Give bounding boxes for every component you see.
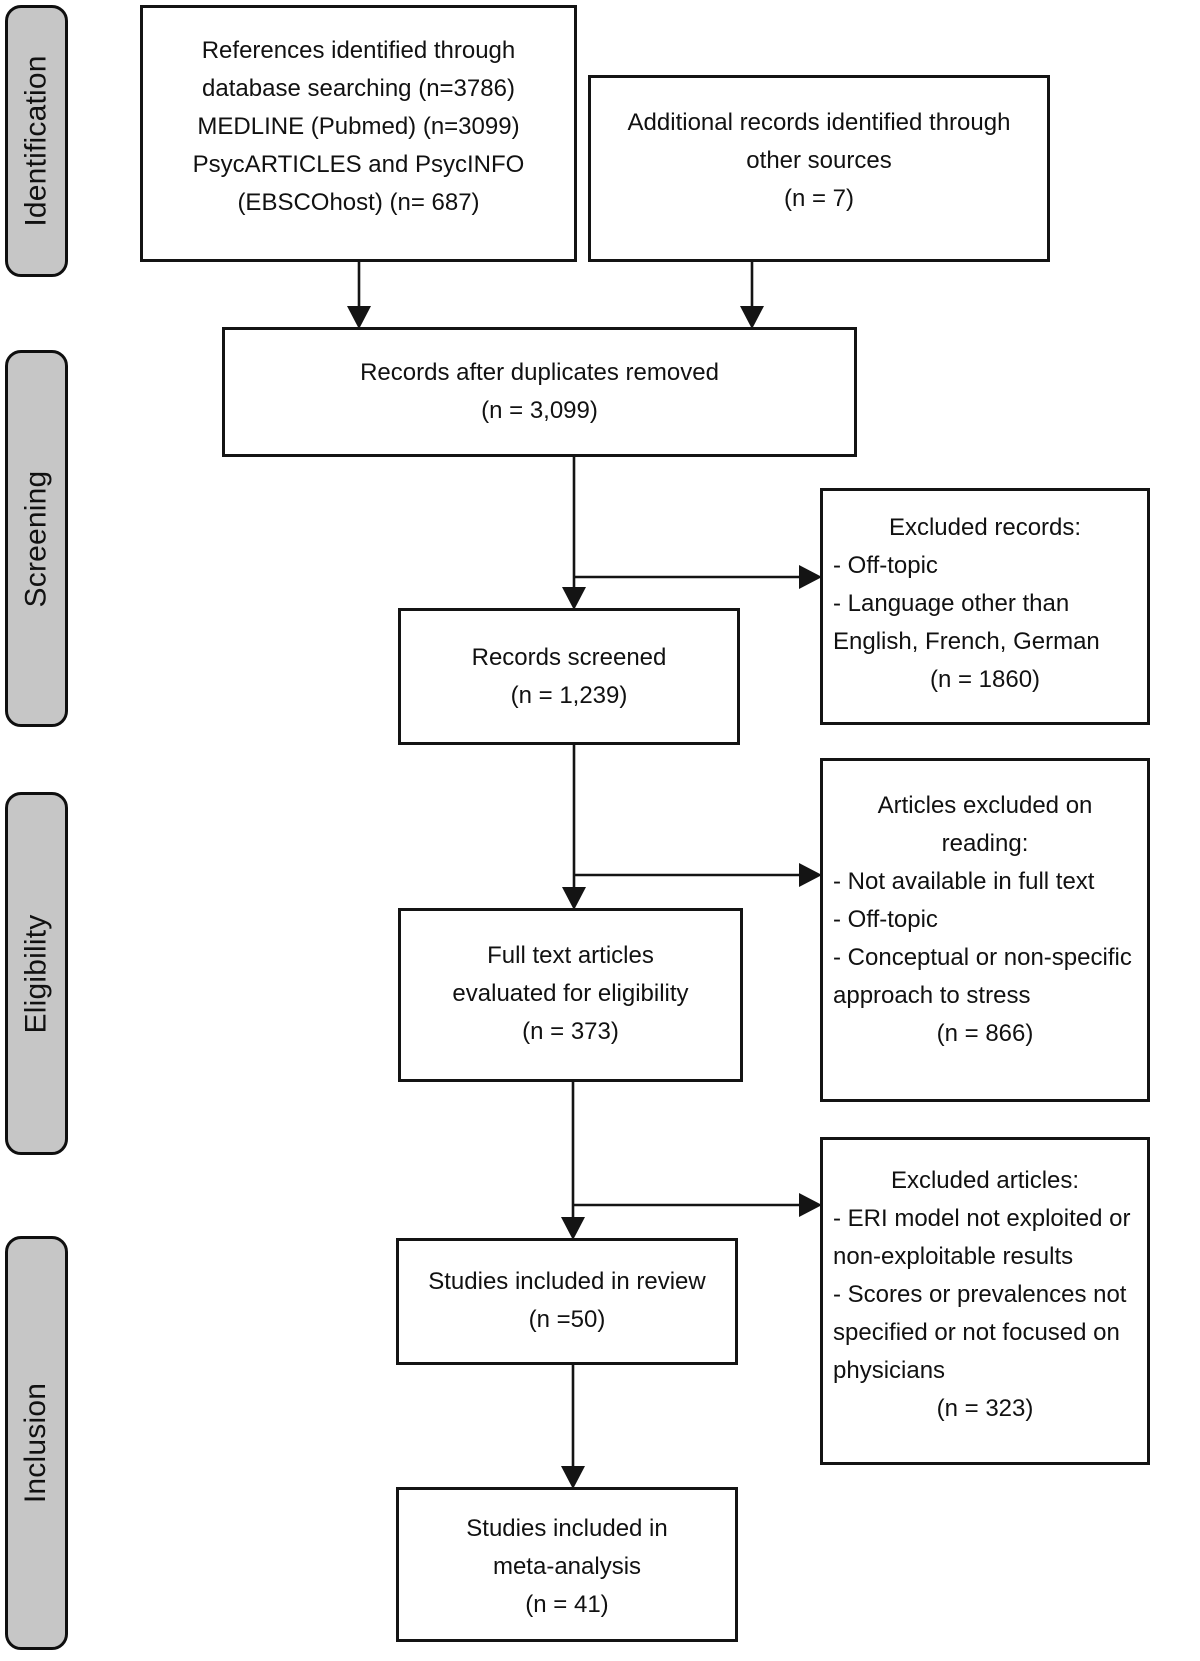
arrow-review-to-meta-analysis <box>561 1365 585 1489</box>
box-line: PsycARTICLES and PsycINFO <box>192 151 525 178</box>
box-item: English, French, German <box>833 628 1100 655</box>
box-excluded-records: Excluded records: - Off-topic - Language… <box>820 488 1150 725</box>
box-excluded-articles: Excluded articles: - ERI model not explo… <box>820 1137 1150 1465</box>
box-line: Additional records identified through <box>627 109 1011 136</box>
box-duplicates-removed: Records after duplicates removed (n = 3,… <box>222 327 857 457</box>
box-line: Full text articles <box>487 942 654 969</box>
box-line: Records after duplicates removed <box>360 359 719 386</box>
stage-screening-label: Screening <box>19 470 53 607</box>
box-full-text-evaluated: Full text articles evaluated for eligibi… <box>398 908 743 1082</box>
box-item: - Conceptual or non-specific <box>833 944 1132 971</box>
box-line: Records screened <box>471 644 667 671</box>
stage-screening: Screening <box>5 350 68 727</box>
box-item: non-exploitable results <box>833 1243 1074 1270</box>
arrow-branch-to-excluded-articles <box>573 1193 822 1217</box>
box-line: Studies included in <box>466 1515 668 1542</box>
stage-inclusion-label: Inclusion <box>19 1382 53 1504</box>
box-articles-excluded-reading: Articles excluded on reading: - Not avai… <box>820 758 1150 1102</box>
box-line: (EBSCOhost) (n= 687) <box>237 189 480 216</box>
box-title: Articles excluded on <box>877 792 1093 819</box>
box-line: meta-analysis <box>492 1553 642 1580</box>
arrow-other-sources-to-duplicates <box>740 262 764 329</box>
box-line: Studies included in review <box>428 1268 706 1295</box>
box-title: Excluded records: <box>888 514 1082 541</box>
box-item: - Not available in full text <box>833 868 1095 895</box>
box-line: database searching (n=3786) <box>202 75 515 102</box>
box-item: approach to stress <box>833 982 1031 1009</box>
box-database-search: References identified through database s… <box>140 5 577 262</box>
box-line: other sources <box>746 147 892 174</box>
box-title: Excluded articles: <box>890 1167 1080 1194</box>
box-count: (n = 1860) <box>929 666 1041 693</box>
box-records-screened: Records screened (n = 1,239) <box>398 608 740 745</box>
box-item: - ERI model not exploited or <box>833 1205 1131 1232</box>
arrow-screened-to-full-text <box>562 745 586 910</box>
box-line: (n = 373) <box>522 1018 619 1045</box>
stage-inclusion: Inclusion <box>5 1236 68 1650</box>
arrow-full-text-to-review <box>561 1082 585 1240</box>
stage-identification-label: Identification <box>19 55 53 227</box>
stage-identification: Identification <box>5 5 68 277</box>
arrow-duplicates-to-screened <box>562 457 586 610</box>
box-item: - Language other than <box>833 590 1070 617</box>
box-item: - Off-topic <box>833 552 938 579</box>
box-line: MEDLINE (Pubmed) (n=3099) <box>197 113 520 140</box>
arrow-branch-to-excluded-records <box>574 565 822 589</box>
box-item: - Scores or prevalences not <box>833 1281 1127 1308</box>
box-included-meta-analysis: Studies included in meta-analysis (n = 4… <box>396 1487 738 1642</box>
box-line: evaluated for eligibility <box>452 980 689 1007</box>
box-line: (n = 1,239) <box>510 682 628 709</box>
arrow-database-to-duplicates <box>347 262 371 329</box>
box-title: reading: <box>941 830 1029 857</box>
box-item: specified or not focused on <box>833 1319 1120 1346</box>
box-other-sources: Additional records identified through ot… <box>588 75 1050 262</box>
arrow-branch-to-articles-excluded-reading <box>574 863 822 887</box>
stage-eligibility: Eligibility <box>5 792 68 1155</box>
box-line: (n = 3,099) <box>481 397 598 424</box>
box-item: - Off-topic <box>833 906 938 933</box>
box-count: (n = 866) <box>936 1020 1034 1047</box>
box-line: References identified through <box>201 37 516 64</box>
stage-eligibility-label: Eligibility <box>19 914 53 1033</box>
box-included-review: Studies included in review (n =50) <box>396 1238 738 1365</box>
box-line: (n = 7) <box>783 185 855 212</box>
box-line: (n = 41) <box>525 1591 609 1618</box>
box-item: physicians <box>833 1357 946 1384</box>
box-line: (n =50) <box>528 1306 606 1333</box>
box-count: (n = 323) <box>936 1395 1034 1422</box>
